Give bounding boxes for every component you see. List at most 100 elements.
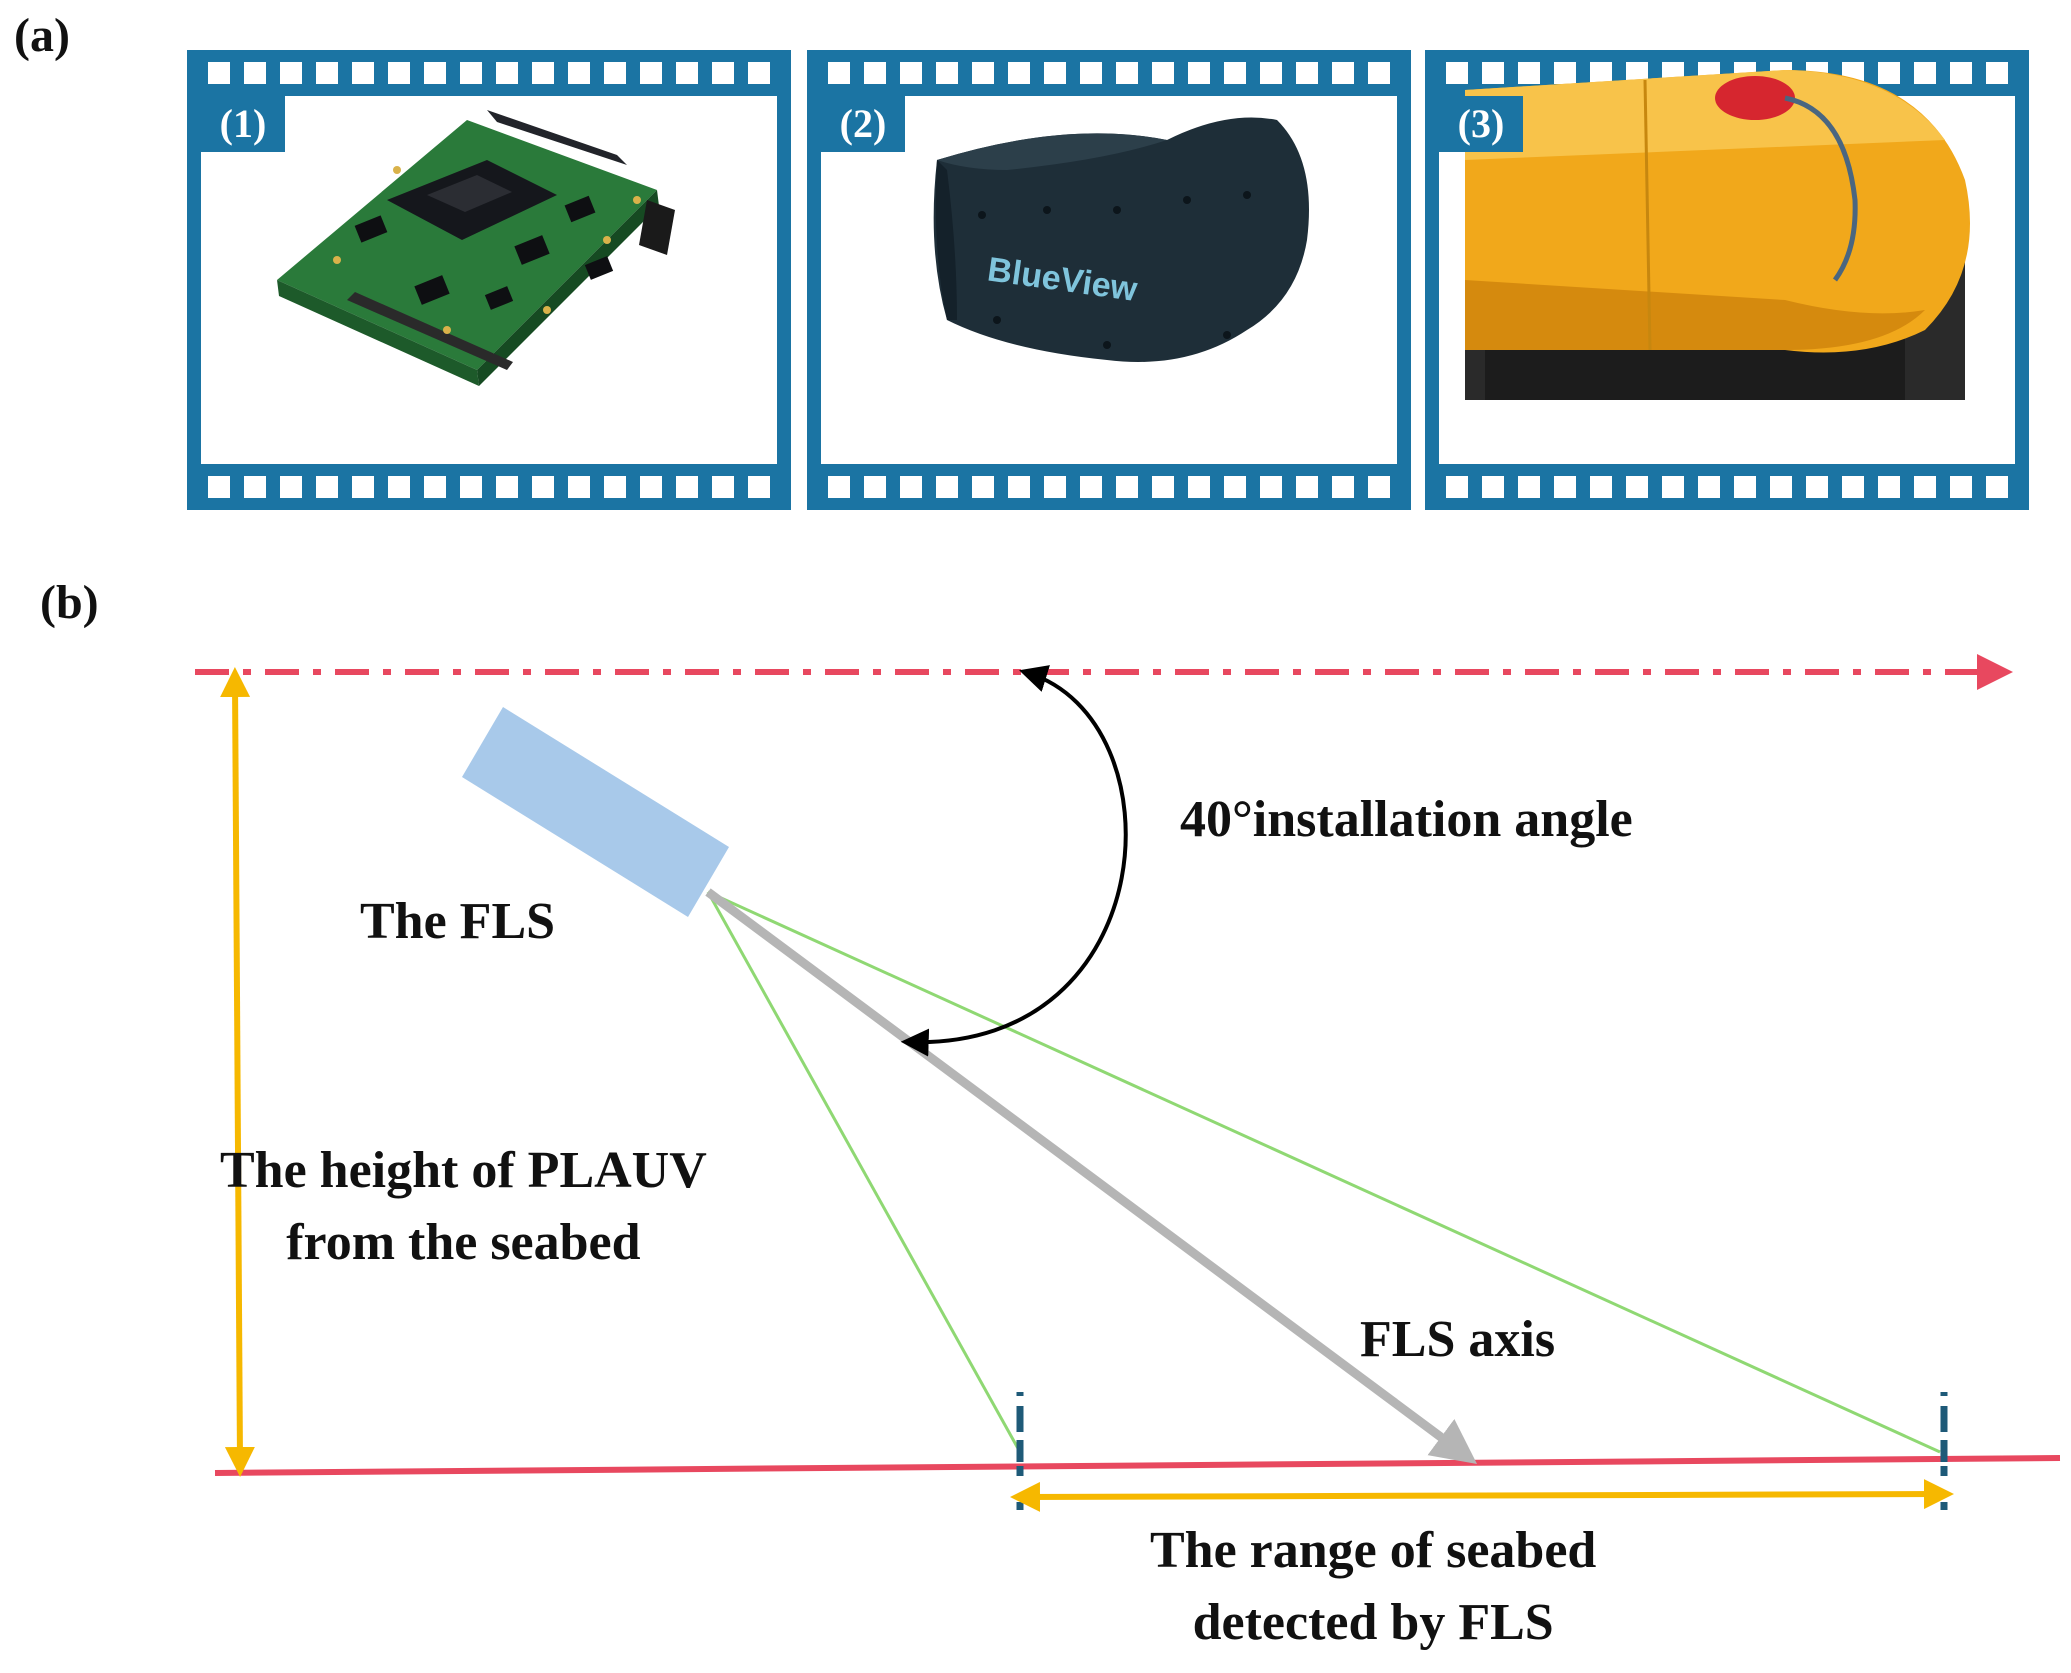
film-sprocket-hole	[1080, 62, 1102, 84]
film-sprocket-hole	[1446, 62, 1468, 84]
film-sprocket-hole	[864, 476, 886, 498]
film-sprocket-hole	[604, 62, 626, 84]
film-sprocket-hole	[316, 62, 338, 84]
film-sprocket-hole	[936, 62, 958, 84]
film-sprocket-hole	[496, 476, 518, 498]
film-sprocket-hole	[1986, 62, 2008, 84]
film-sprocket-hole	[1842, 476, 1864, 498]
film-sprocket-hole	[1554, 476, 1576, 498]
film-sprocket-hole	[208, 476, 230, 498]
film-sprocket-hole	[1368, 62, 1390, 84]
film-sprocket-hole	[1878, 476, 1900, 498]
film-sprocket-hole	[1152, 62, 1174, 84]
film-sprocket-hole	[352, 476, 374, 498]
fls-axis-label: FLS axis	[1360, 1311, 1556, 1368]
film-sprocket-hole	[1914, 476, 1936, 498]
film-sprocket-hole	[676, 476, 698, 498]
film-sprocket-hole	[1188, 476, 1210, 498]
film-sprocket-hole	[1260, 476, 1282, 498]
film-sprocket-hole	[1332, 62, 1354, 84]
film-sprocket-hole	[1914, 62, 1936, 84]
frame-tag-3: (3)	[1439, 96, 1523, 152]
film-sprocket-hole	[1332, 476, 1354, 498]
film-sprocket-hole	[1482, 62, 1504, 84]
film-sprocket-hole	[244, 476, 266, 498]
film-sprocket-hole	[1116, 476, 1138, 498]
film-sprocket-hole	[1260, 62, 1282, 84]
film-sprocket-hole	[1116, 62, 1138, 84]
film-sprocket-hole	[1734, 476, 1756, 498]
film-sprocket-hole	[424, 62, 446, 84]
blueview-sonar-photo-icon: BlueView	[933, 117, 1309, 362]
film-sprocket-hole	[388, 62, 410, 84]
beam-far-edge	[707, 890, 1941, 1454]
film-sprocket-hole	[1626, 476, 1648, 498]
film-sprocket-hole	[748, 476, 770, 498]
film-sprocket-hole	[604, 476, 626, 498]
film-sprocket-hole	[1080, 476, 1102, 498]
height-label-line1: The height of PLAUV	[220, 1142, 707, 1199]
film-sprocket-hole	[388, 476, 410, 498]
beam-near-edge	[706, 891, 1022, 1453]
height-label-line2: from the seabed	[286, 1214, 641, 1271]
film-sprocket-hole	[280, 476, 302, 498]
film-sprocket-hole	[1044, 476, 1066, 498]
film-sprocket-hole	[244, 62, 266, 84]
installation-angle-arc	[900, 665, 1128, 1057]
detection-range-label: The range of seabed detected by FLS	[1150, 1515, 1596, 1659]
film-sprocket-hole	[712, 62, 734, 84]
seabed-line	[214, 1455, 2061, 1476]
circuit-board-photo-icon	[277, 110, 675, 386]
film-frame-2: BlueView (2)	[807, 50, 1411, 510]
fls-label: The FLS	[360, 893, 556, 950]
film-sprocket-hole	[1770, 476, 1792, 498]
range-label-line2: detected by FLS	[1192, 1594, 1554, 1651]
film-sprocket-hole	[1296, 62, 1318, 84]
film-sprocket-hole	[1590, 476, 1612, 498]
film-sprocket-hole	[900, 476, 922, 498]
film-sprocket-hole	[568, 476, 590, 498]
auv-hull-photo-icon	[1465, 70, 1970, 400]
film-sprocket-hole	[1662, 476, 1684, 498]
film-sprocket-hole	[712, 476, 734, 498]
film-sprocket-hole	[1806, 476, 1828, 498]
film-sprocket-hole	[748, 62, 770, 84]
film-sprocket-hole	[460, 62, 482, 84]
film-sprocket-hole	[280, 62, 302, 84]
film-sprocket-hole	[640, 476, 662, 498]
film-sprocket-hole	[424, 476, 446, 498]
film-sprocket-hole	[532, 62, 554, 84]
film-sprocket-hole	[352, 62, 374, 84]
film-sprocket-hole	[972, 476, 994, 498]
film-sprocket-hole	[828, 62, 850, 84]
film-sprocket-hole	[208, 62, 230, 84]
film-sprocket-hole	[1152, 476, 1174, 498]
film-sprocket-hole	[1446, 476, 1468, 498]
film-sprocket-hole	[1950, 476, 1972, 498]
film-sprocket-hole	[1518, 476, 1540, 498]
installation-angle-label: 40°installation angle	[1180, 791, 1633, 848]
panel-a-label: (a)	[14, 9, 70, 62]
film-sprocket-hole	[1008, 62, 1030, 84]
film-sprocket-hole	[676, 62, 698, 84]
film-sprocket-hole	[316, 476, 338, 498]
film-sprocket-hole	[1188, 62, 1210, 84]
fls-axis-arrow	[705, 888, 1478, 1464]
frame-tag-2: (2)	[821, 96, 905, 152]
film-sprocket-hole	[936, 476, 958, 498]
film-sprocket-hole	[828, 476, 850, 498]
range-label-line1: The range of seabed	[1150, 1522, 1597, 1579]
film-sprocket-hole	[1590, 62, 1612, 84]
film-sprocket-hole	[900, 62, 922, 84]
film-sprocket-hole	[972, 62, 994, 84]
range-arrow	[1010, 1479, 1954, 1512]
film-sprocket-hole	[1698, 476, 1720, 498]
film-sprocket-hole	[1482, 476, 1504, 498]
fls-sensor-icon	[462, 707, 729, 917]
film-frame-3: (3)	[1425, 50, 2029, 510]
film-sprocket-hole	[1950, 62, 1972, 84]
film-sprocket-hole	[1224, 62, 1246, 84]
film-frame-1: (1)	[187, 50, 791, 510]
film-sprocket-hole	[1554, 62, 1576, 84]
